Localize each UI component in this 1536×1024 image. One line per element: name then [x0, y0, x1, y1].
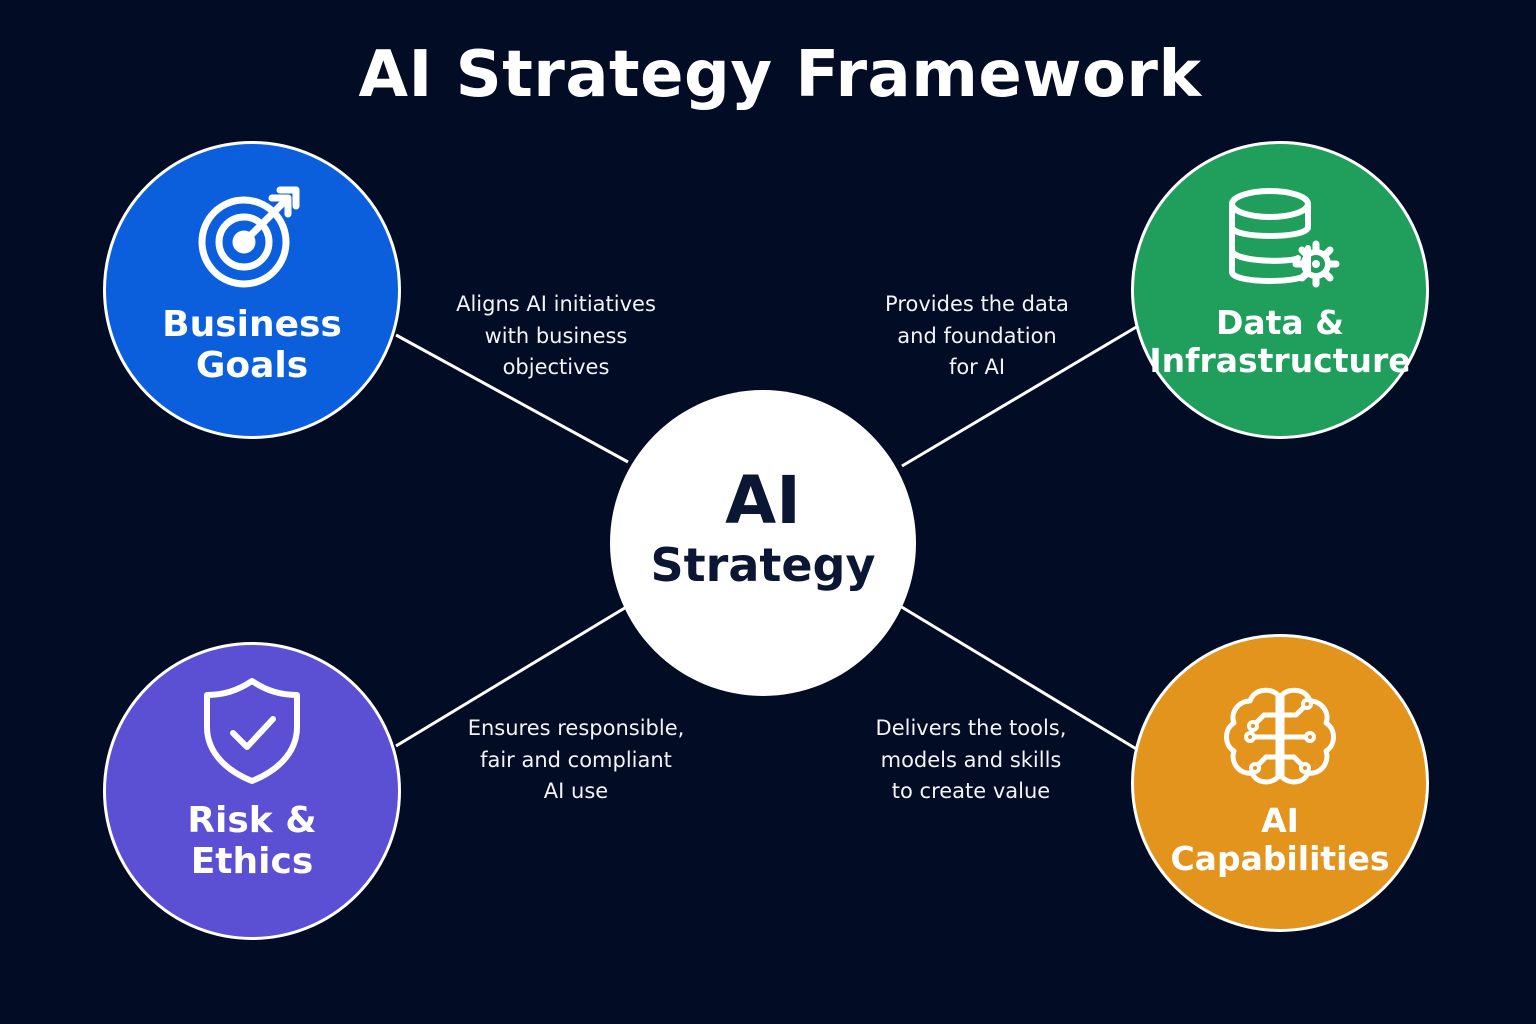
target-arrow-icon	[106, 184, 398, 294]
diagram-title: AI Strategy Framework	[358, 38, 1202, 112]
node-business-label: Business Goals	[106, 304, 398, 387]
center-node-ai-strategy: AI Strategy	[610, 390, 916, 696]
database-gear-icon	[1134, 184, 1426, 294]
description-line: AI use	[543, 779, 609, 803]
description-line: Delivers the tools,	[875, 716, 1067, 740]
node-risk-label: Risk & Ethics	[106, 800, 398, 883]
node-data-label-line1: Data &	[1216, 303, 1344, 342]
node-ai-capabilities: AI Capabilities	[1131, 634, 1429, 932]
node-business-label-line1: Business	[162, 304, 342, 345]
description-line: to create value	[891, 779, 1051, 803]
node-data-label-line2: Infrastructure	[1149, 340, 1411, 380]
description-business-goals: Aligns AI initiatives with business obje…	[440, 289, 672, 384]
description-line: objectives	[502, 355, 610, 379]
description-data-infrastructure: Provides the data and foundation for AI	[862, 289, 1092, 384]
description-line: Aligns AI initiatives	[456, 292, 656, 316]
node-risk-ethics: Risk & Ethics	[103, 642, 401, 940]
brain-circuit-icon	[1134, 685, 1426, 795]
description-line: fair and compliant	[480, 747, 672, 772]
connector-data	[901, 324, 1139, 468]
connector-business	[395, 333, 629, 464]
center-label-line2: Strategy	[650, 538, 876, 592]
node-capabilities-label: AI Capabilities	[1134, 802, 1426, 878]
description-line: and foundation	[897, 323, 1057, 348]
description-risk-ethics: Ensures responsible, fair and compliant …	[452, 713, 700, 808]
description-line: models and skills	[880, 747, 1062, 772]
node-capabilities-label-line2: Capabilities	[1170, 838, 1390, 878]
node-data-label: Data & Infrastructure	[1134, 304, 1426, 380]
shield-check-icon	[106, 675, 398, 785]
node-risk-label-line2: Ethics	[190, 841, 314, 883]
description-line: Ensures responsible,	[467, 716, 685, 740]
node-data-infrastructure: Data & Infrastructure	[1131, 141, 1429, 439]
node-business-goals: Business Goals	[103, 141, 401, 439]
node-capabilities-label-line1: AI	[1261, 801, 1299, 840]
description-line: for AI	[948, 355, 1006, 379]
node-business-label-line2: Goals	[195, 345, 309, 387]
connector-capabilities	[899, 604, 1139, 752]
description-line: Provides the data	[885, 292, 1069, 316]
connector-risk	[395, 604, 629, 748]
description-ai-capabilities: Delivers the tools, models and skills to…	[858, 713, 1084, 808]
center-label-line1: AI	[725, 462, 801, 539]
node-risk-label-line1: Risk &	[187, 800, 317, 841]
description-line: with business	[484, 323, 628, 348]
